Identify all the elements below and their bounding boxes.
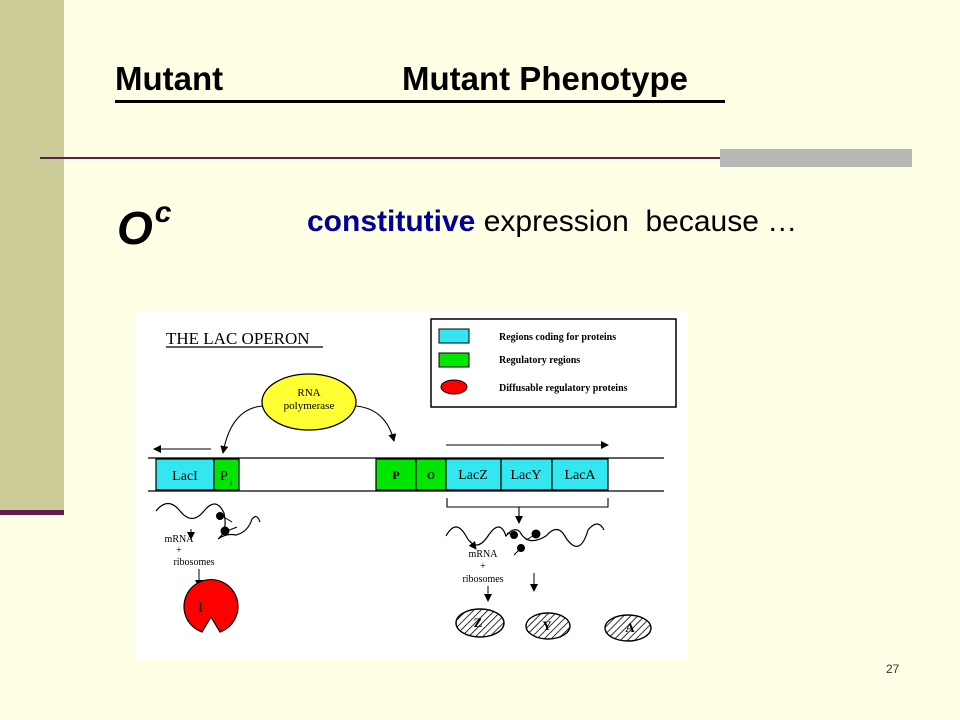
phenotype-description: constitutive expression because … — [307, 202, 797, 242]
gene-lacz-label: LacZ — [458, 468, 488, 483]
mrna-left-label-2: + — [176, 545, 182, 556]
mutant-symbol: Oc — [117, 185, 171, 256]
ribosome-right-chains — [506, 532, 537, 556]
gene-lacy-label: LacY — [510, 468, 541, 483]
region-promoter-label: P — [392, 468, 399, 482]
column-header-mutant: Mutant — [115, 60, 224, 97]
lac-repressor — [183, 579, 239, 633]
region-pi-label: P — [220, 469, 228, 484]
rna-polymerase-label-1: RNA — [297, 387, 320, 399]
rna-polymerase-label-2: polymerase — [284, 400, 335, 412]
page-number: 27 — [886, 662, 900, 676]
lac-operon-diagram: THE LAC OPERON Regions coding for protei… — [136, 311, 688, 660]
lac-repressor-label: I — [198, 600, 203, 616]
region-pi-subscript: i — [230, 478, 233, 487]
region-operator — [415, 458, 447, 491]
polymerase-arrow-left — [220, 405, 263, 454]
column-header-row: Mutant Mutant Phenotype — [115, 58, 725, 103]
phenotype-keyword: constitutive — [307, 205, 476, 238]
operon-bracket — [446, 498, 609, 508]
mrna-right-label-2: + — [480, 561, 486, 572]
gene-laca-label: LacA — [564, 468, 596, 483]
legend-swatch-diffusable — [440, 379, 468, 395]
gene-laca — [551, 458, 609, 491]
mrna-left-label-1: mRNA — [165, 534, 195, 545]
mrna-left-label-3: ribosomes — [173, 557, 214, 568]
protein-a-label: A — [625, 620, 635, 635]
legend-box — [430, 318, 677, 408]
phenotype-rest: expression because … — [483, 205, 798, 238]
ribosome-left-1 — [216, 512, 224, 520]
ribosome-left-chains — [221, 515, 238, 532]
left-accent-bar — [0, 0, 64, 512]
mrna-right-arrow-in — [468, 540, 477, 550]
diagram-title: THE LAC OPERON — [166, 329, 310, 348]
rna-polymerase — [261, 373, 357, 431]
region-pi — [213, 458, 240, 491]
left-accent-bar-foot — [0, 510, 64, 515]
legend-swatch-regulatory — [438, 352, 470, 368]
protein-a — [604, 614, 652, 642]
gene-laci-label: LacI — [172, 469, 198, 484]
column-header-phenotype: Mutant Phenotype — [402, 60, 688, 97]
polymerase-arrow-right — [355, 405, 397, 442]
gene-lacy — [500, 458, 553, 491]
ribosome-left-2 — [220, 526, 230, 536]
divider-line — [40, 157, 912, 159]
ribosome-right-1 — [510, 531, 518, 539]
protein-z — [455, 608, 505, 638]
legend-label-coding: Regions coding for proteins — [499, 332, 616, 343]
legend-label-diffusable: Diffusable regulatory proteins — [499, 383, 628, 394]
legend-swatch-coding — [438, 328, 470, 344]
mrna-right-label-1: mRNA — [469, 549, 499, 560]
protein-y-label: Y — [542, 618, 552, 633]
mrna-right-label-3: ribosomes — [462, 574, 503, 585]
legend-label-regulatory: Regulatory regions — [499, 355, 580, 366]
protein-z-label: Z — [474, 615, 483, 630]
mutant-symbol-base: O — [117, 202, 153, 254]
region-operator-label: O — [427, 471, 435, 482]
divider-accent — [720, 149, 912, 167]
protein-y — [525, 612, 571, 640]
gene-laci — [155, 458, 215, 491]
mutant-symbol-superscript: c — [154, 196, 172, 229]
